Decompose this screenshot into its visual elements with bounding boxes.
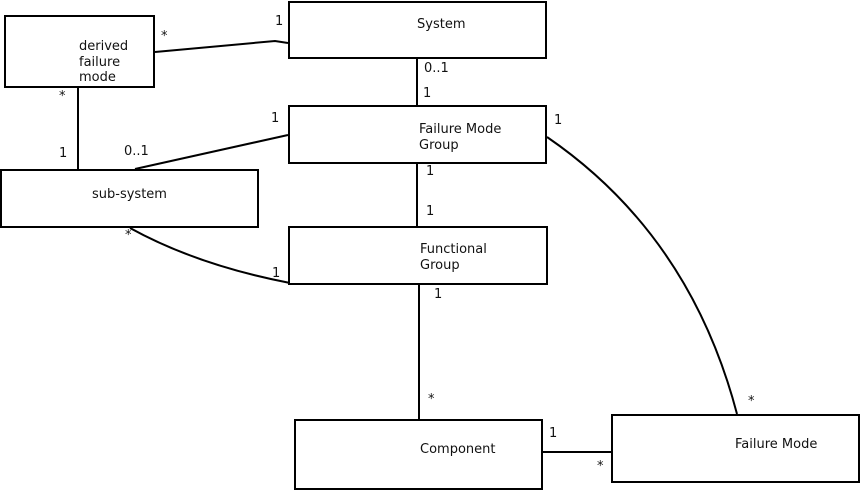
mult-sub-system-functional-group-target: 1 [272,266,281,281]
mult-sub-system-failure-mode-group-target: 1 [271,111,280,126]
mult-sub-system-functional-group-source: * [125,228,132,243]
mult-sub-system-failure-mode-group-source: 0..1 [124,144,149,159]
node-system: System [288,1,547,59]
node-component: Component [294,419,543,490]
node-sub-system: sub-system [0,169,259,228]
edge-sub-system-failure-mode-group [134,134,289,170]
node-functional-group: Functional Group [288,226,548,285]
mult-derived-failure-mode-sub-system-target: 1 [59,146,68,161]
node-functional-group-label: Functional Group [420,242,487,273]
node-failure-mode-group: Failure Mode Group [288,105,547,164]
edge-sub-system-functional-group [129,227,291,284]
mult-system-failure-mode-group-source: 0..1 [424,61,449,76]
node-derived-failure-mode: derived failure mode [4,15,155,88]
mult-derived-failure-mode-system-target: 1 [275,14,284,29]
mult-derived-failure-mode-sub-system-source: * [59,89,66,104]
node-derived-failure-mode-label: derived failure mode [79,39,129,85]
edge-derived-failure-mode-system [154,39,289,53]
mult-component-failure-mode-target: * [597,459,604,474]
node-failure-mode-label: Failure Mode [735,437,818,452]
node-system-label: System [417,17,466,32]
mult-functional-group-component-target: * [428,392,435,407]
mult-system-failure-mode-group-target: 1 [423,86,432,101]
edge-failure-mode-group-failure-mode [546,136,738,415]
mult-failure-mode-group-failure-mode-source: 1 [554,113,563,128]
mult-failure-mode-group-functional-group-target: 1 [426,204,435,219]
node-sub-system-label: sub-system [92,187,167,202]
node-component-label: Component [420,442,496,457]
mult-functional-group-component-source: 1 [434,287,443,302]
mult-derived-failure-mode-system-source: * [161,29,168,44]
mult-component-failure-mode-source: 1 [549,426,558,441]
node-failure-mode-group-label: Failure Mode Group [419,122,502,153]
mult-failure-mode-group-failure-mode-target: * [748,394,755,409]
mult-failure-mode-group-functional-group-source: 1 [426,164,435,179]
node-failure-mode: Failure Mode [611,414,860,483]
